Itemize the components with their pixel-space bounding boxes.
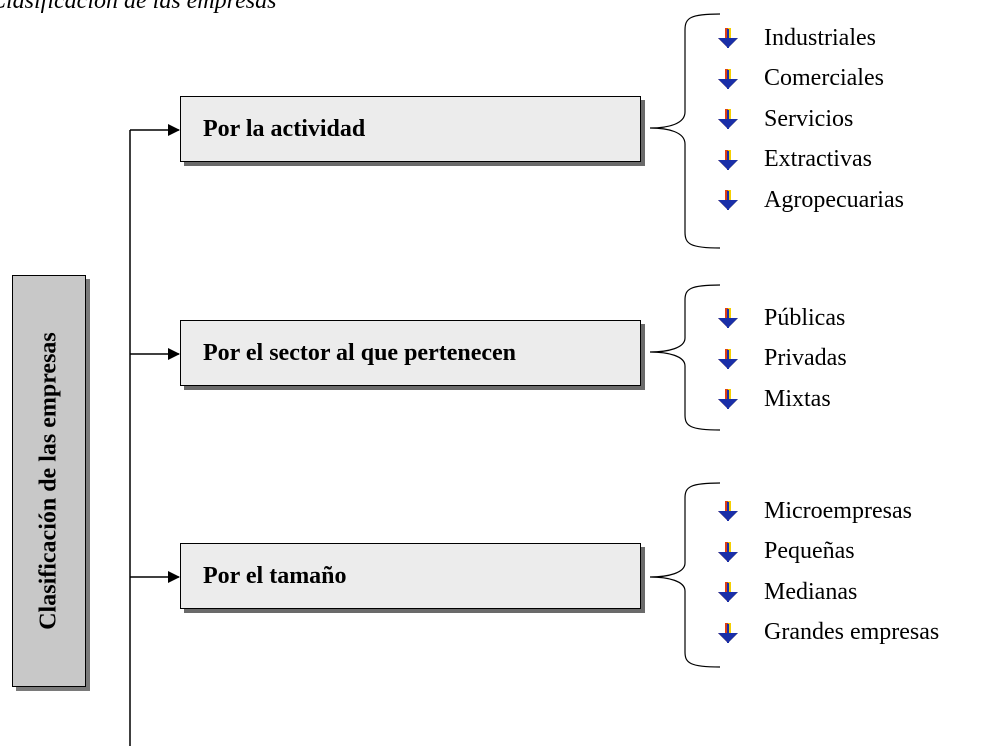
list-size: Microempresas Pequeñas Medianas Grandes … bbox=[716, 491, 939, 653]
figure-caption: Clasificación de las empresas bbox=[0, 0, 277, 14]
list-item: Mixtas bbox=[716, 379, 847, 420]
arrow-bullet-icon bbox=[716, 188, 740, 212]
list-item-label: Medianas bbox=[764, 578, 858, 605]
list-item-label: Comerciales bbox=[764, 65, 884, 92]
list-item-label: Grandes empresas bbox=[764, 619, 940, 646]
list-activity: Industriales Comerciales Servicios Extra… bbox=[716, 18, 904, 221]
arrow-bullet-icon bbox=[716, 67, 740, 91]
category-box-activity: Por la actividad bbox=[180, 96, 641, 162]
list-item: Pequeñas bbox=[716, 532, 939, 573]
list-item-label: Públicas bbox=[764, 304, 846, 331]
list-item: Privadas bbox=[716, 339, 847, 380]
list-item: Extractivas bbox=[716, 140, 904, 181]
arrow-bullet-icon bbox=[716, 540, 740, 564]
list-item-label: Extractivas bbox=[764, 146, 872, 173]
arrow-bullet-icon bbox=[716, 387, 740, 411]
list-item-label: Privadas bbox=[764, 345, 847, 372]
list-item-label: Pequeñas bbox=[764, 538, 855, 565]
brace-activity bbox=[649, 13, 721, 249]
list-item: Microempresas bbox=[716, 491, 939, 532]
list-sector: Públicas Privadas Mixtas bbox=[716, 298, 847, 420]
brace-size bbox=[649, 482, 721, 668]
category-box-size: Por el tamaño bbox=[180, 543, 641, 609]
list-item: Industriales bbox=[716, 18, 904, 59]
main-classification-label: Clasificación de las empresas bbox=[35, 332, 62, 630]
list-item-label: Mixtas bbox=[764, 385, 831, 412]
list-item: Medianas bbox=[716, 572, 939, 613]
list-item: Grandes empresas bbox=[716, 613, 939, 654]
category-box-sector: Por el sector al que pertenecen bbox=[180, 320, 641, 386]
list-item: Servicios bbox=[716, 99, 904, 140]
list-item-label: Microempresas bbox=[764, 497, 912, 524]
list-item-label: Agropecuarias bbox=[764, 186, 904, 213]
list-item: Comerciales bbox=[716, 59, 904, 100]
arrow-bullet-icon bbox=[716, 621, 740, 645]
list-item-label: Servicios bbox=[764, 105, 854, 132]
list-item-label: Industriales bbox=[764, 24, 876, 51]
arrow-bullet-icon bbox=[716, 306, 740, 330]
brace-sector bbox=[649, 284, 721, 431]
list-item: Agropecuarias bbox=[716, 180, 904, 221]
arrow-bullet-icon bbox=[716, 107, 740, 131]
arrow-bullet-icon bbox=[716, 347, 740, 371]
main-classification-box: Clasificación de las empresas bbox=[12, 275, 86, 687]
arrow-bullet-icon bbox=[716, 26, 740, 50]
arrow-bullet-icon bbox=[716, 580, 740, 604]
list-item: Públicas bbox=[716, 298, 847, 339]
arrow-bullet-icon bbox=[716, 148, 740, 172]
arrow-bullet-icon bbox=[716, 499, 740, 523]
